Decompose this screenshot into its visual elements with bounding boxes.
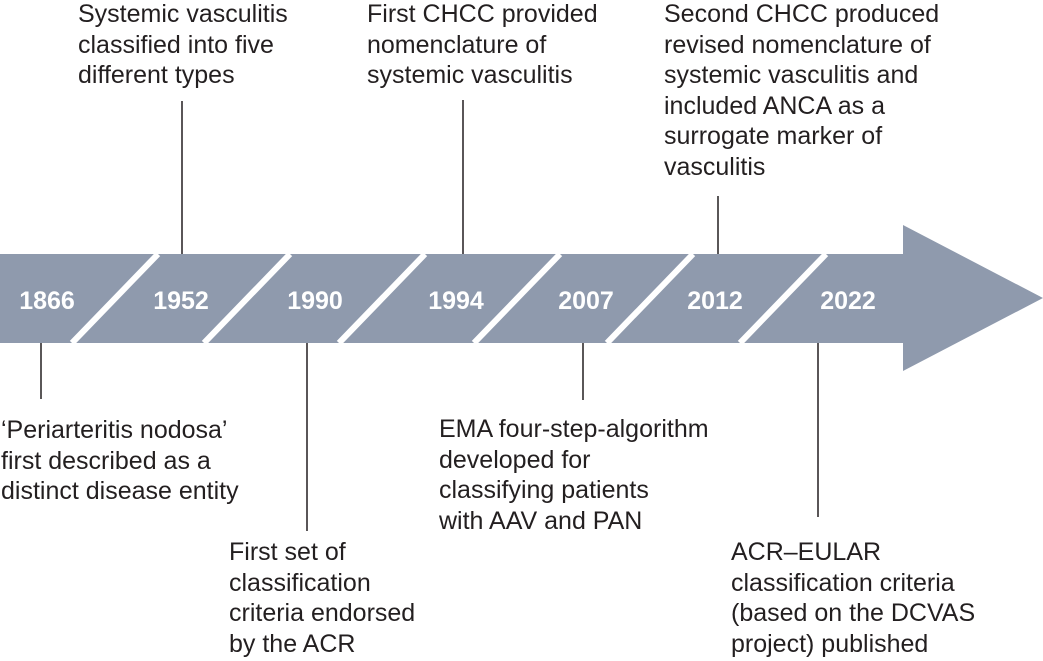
event-text-2022: ACR–EULAR classification criteria (based… (731, 538, 976, 658)
separator-6 (737, 251, 829, 346)
separator-5 (604, 251, 696, 346)
separator-2 (201, 251, 293, 346)
event-text-1952: Systemic vasculitis classified into five… (78, 0, 288, 89)
event-text-1866: ‘Periarteritis nodosa’ first described a… (1, 416, 239, 505)
year-label-2012: 2012 (687, 287, 743, 315)
year-label-2022: 2022 (820, 287, 876, 315)
year-label-1994: 1994 (428, 287, 484, 315)
year-label-1952: 1952 (153, 287, 209, 315)
event-text-1990: First set of classification criteria end… (229, 538, 416, 658)
year-label-1866: 1866 (19, 287, 75, 315)
year-label-1990: 1990 (287, 287, 343, 315)
event-text-1994: First CHCC provided nomenclature of syst… (367, 0, 598, 89)
separator-1 (69, 251, 161, 346)
year-label-2007: 2007 (558, 287, 614, 315)
event-text-2012: Second CHCC produced revised nomenclatur… (664, 0, 940, 181)
separator-3 (336, 251, 428, 346)
separator-4 (471, 251, 563, 346)
event-text-2007: EMA four-step-algorithm developed for cl… (439, 415, 709, 535)
